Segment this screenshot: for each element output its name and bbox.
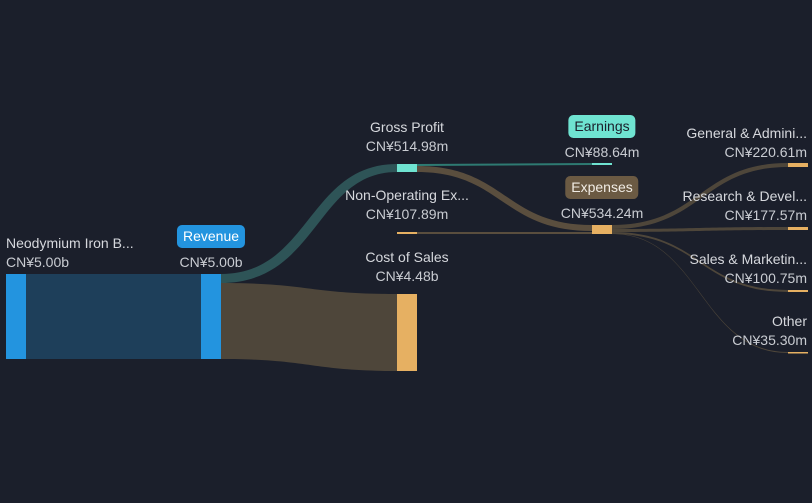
source-value: CN¥5.00b (6, 254, 70, 270)
link-gross-profit-earnings (417, 163, 592, 166)
link-expenses-other (612, 233, 788, 353)
cost-of-sales-value: CN¥4.48b (375, 268, 439, 284)
earnings-value: CN¥88.64m (564, 144, 640, 160)
non-operating-value: CN¥107.89m (365, 206, 449, 222)
revenue-label: Revenue (176, 225, 246, 248)
research-dev-label: Research & Devel... (682, 188, 808, 204)
node-cost-of-sales[interactable] (397, 294, 417, 371)
expenses-badge: Expenses (565, 176, 639, 199)
sales-marketing-value: CN¥100.75m (724, 270, 808, 286)
node-source[interactable] (6, 274, 26, 359)
other-label: Other (771, 313, 807, 329)
gross-profit-label: Gross Profit (370, 119, 444, 135)
earnings-label: Earnings (568, 115, 636, 138)
general-admin-label: General & Admini... (686, 125, 807, 141)
revenue-badge: Revenue (176, 225, 246, 248)
node-expenses[interactable] (592, 225, 612, 234)
node-revenue[interactable] (201, 274, 221, 359)
research-dev-value: CN¥177.57m (724, 207, 808, 223)
link-non-operating-expenses (417, 232, 592, 234)
node-non-operating[interactable] (397, 232, 417, 234)
link-expenses-research-dev (612, 227, 788, 232)
cost-of-sales-label: Cost of Sales (365, 249, 449, 265)
node-research-dev[interactable] (788, 227, 808, 230)
node-other[interactable] (788, 352, 808, 354)
gross-profit-value: CN¥514.98m (365, 138, 449, 154)
link-source-revenue (26, 274, 201, 359)
non-operating-label: Non-Operating Ex... (345, 187, 469, 203)
source-label: Neodymium Iron B... (6, 235, 134, 251)
node-sales-marketing[interactable] (788, 290, 808, 292)
node-earnings[interactable] (592, 163, 612, 165)
expenses-value: CN¥534.24m (560, 205, 644, 221)
other-value: CN¥35.30m (732, 332, 807, 348)
node-general-admin[interactable] (788, 163, 808, 167)
link-revenue-cost-of-sales (221, 283, 397, 371)
link-expenses-sales-marketing (612, 232, 788, 292)
link-expenses-general-admin (612, 163, 788, 229)
expenses-label: Expenses (565, 176, 639, 199)
revenue-value: CN¥5.00b (179, 254, 243, 270)
link-gross-profit-expenses (417, 166, 592, 231)
node-gross-profit[interactable] (397, 164, 417, 172)
earnings-badge: Earnings (568, 115, 636, 138)
link-revenue-gross-profit (221, 164, 397, 283)
sales-marketing-label: Sales & Marketin... (689, 251, 808, 267)
general-admin-value: CN¥220.61m (724, 144, 808, 160)
